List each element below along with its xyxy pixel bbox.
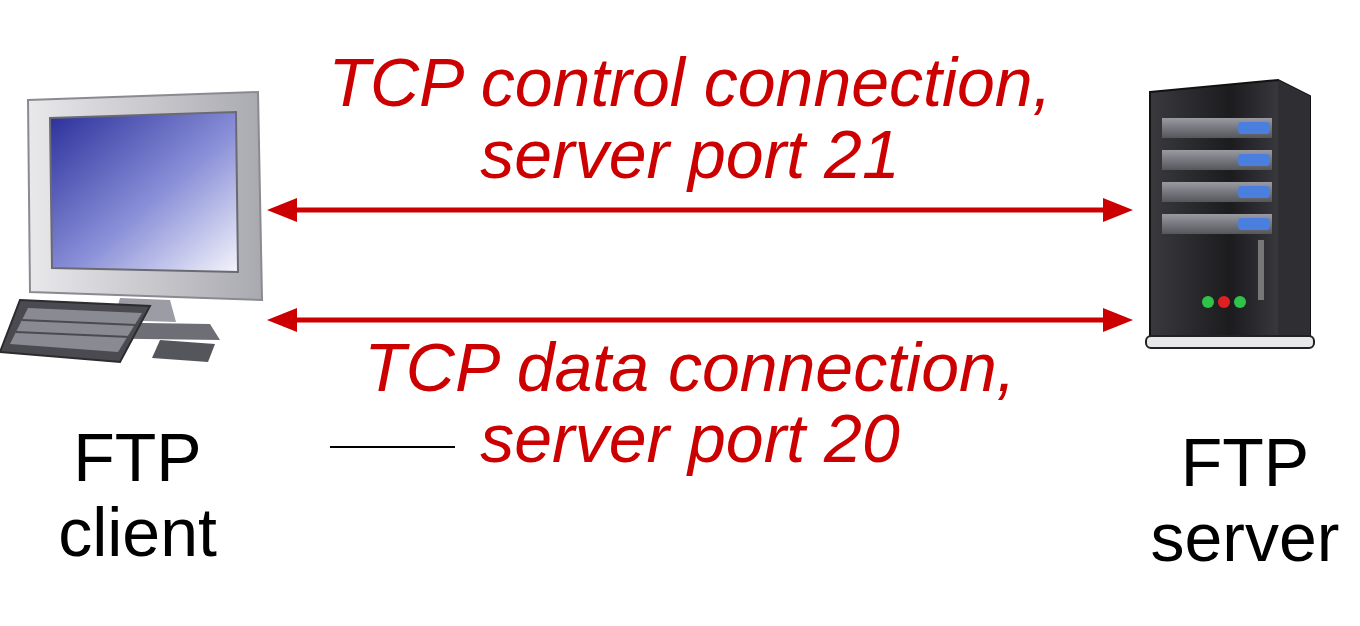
computer-icon	[0, 92, 262, 362]
connection-arrow	[267, 198, 1133, 222]
server-icon	[1146, 80, 1314, 348]
node-label: FTP client	[10, 420, 265, 570]
node-label: FTP server	[1135, 425, 1355, 575]
connection-label: TCP data connection, server port 20	[295, 332, 1085, 475]
leader-line	[330, 446, 455, 448]
connection-label: TCP control connection, server port 21	[295, 47, 1085, 190]
connection-arrow	[267, 308, 1133, 332]
client-node: FTP client	[10, 92, 265, 582]
server-node: FTP server	[1135, 75, 1355, 605]
